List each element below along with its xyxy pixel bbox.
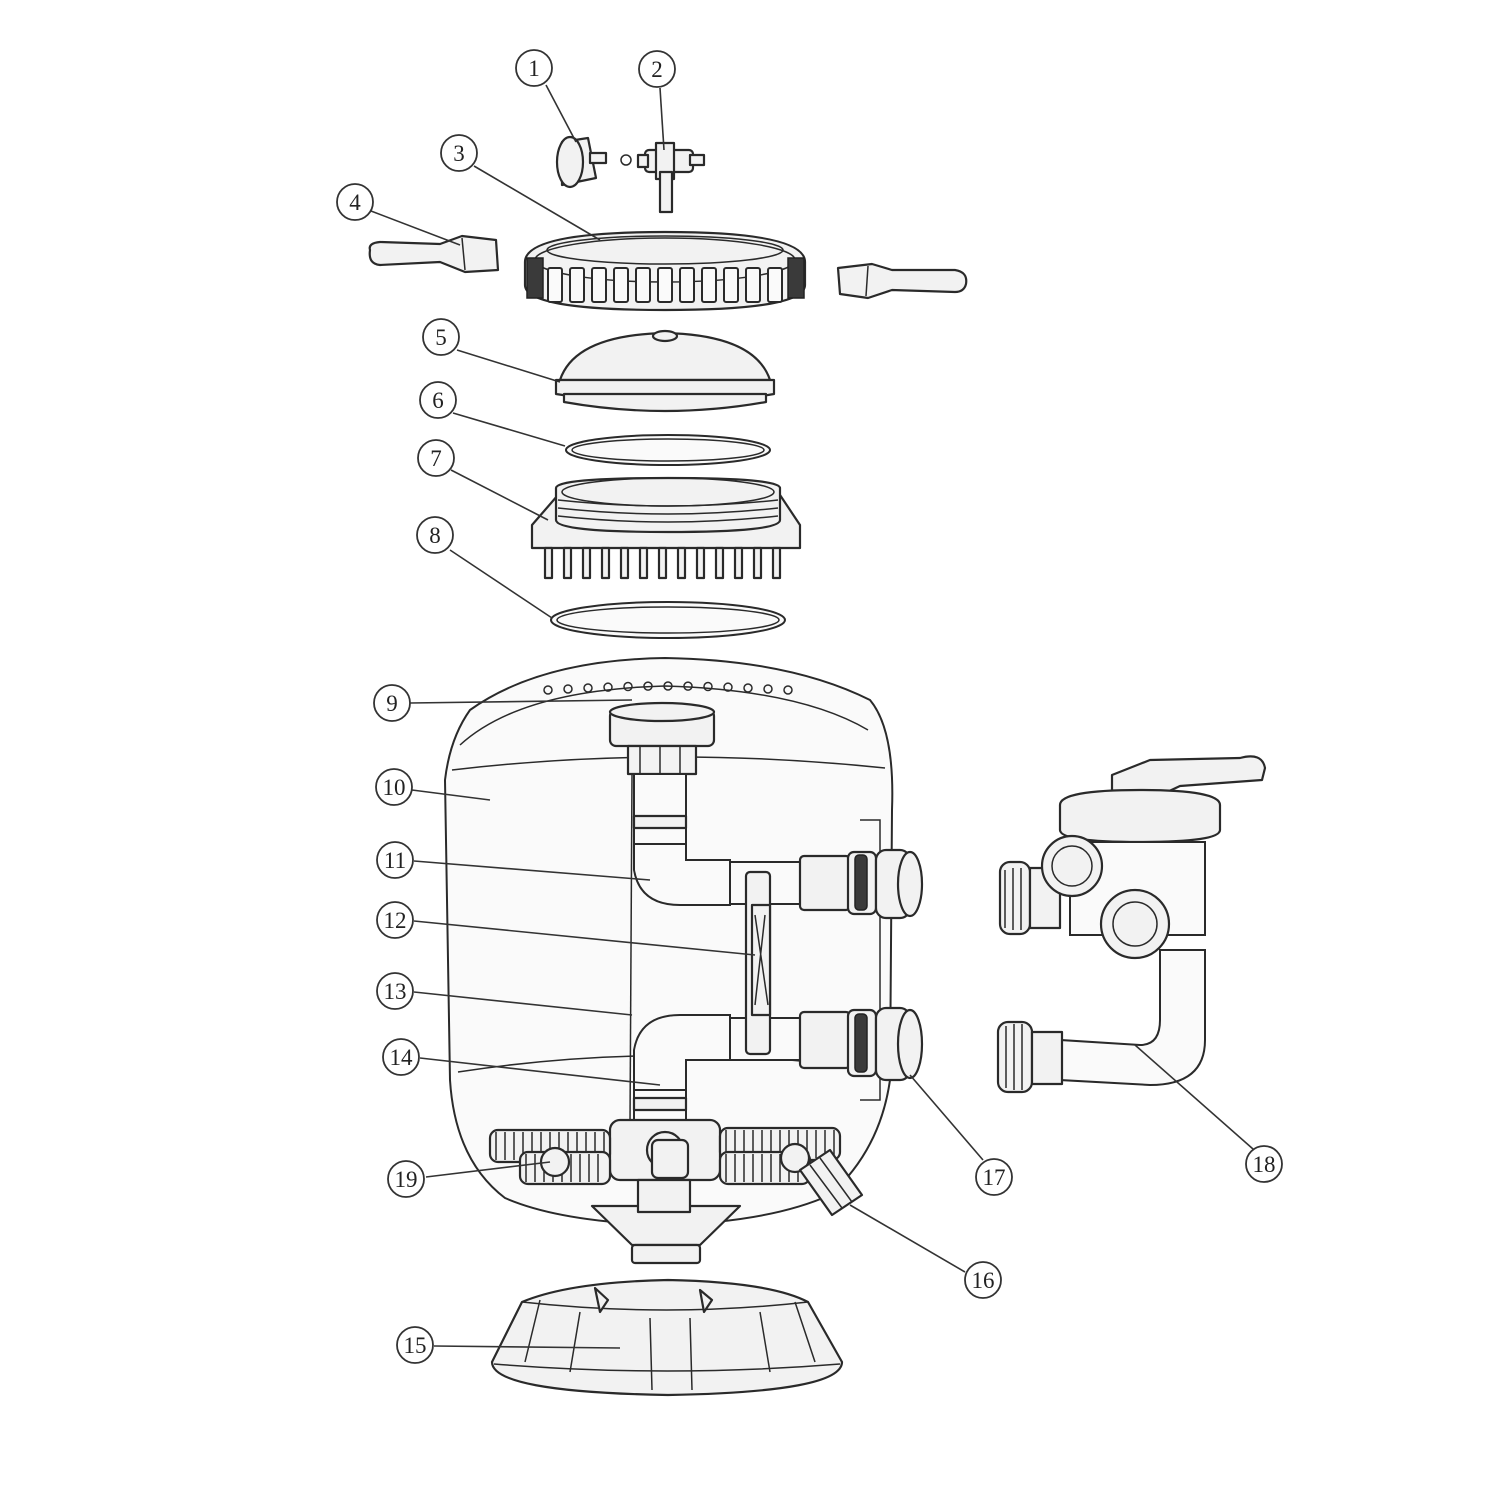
part-top-adapter <box>608 701 716 776</box>
callout-3: 3 <box>440 134 478 172</box>
callout-1: 1 <box>515 49 553 87</box>
callout-19: 19 <box>387 1160 425 1198</box>
callout-8: 8 <box>416 516 454 554</box>
part-base-stand <box>490 1278 844 1397</box>
part-pressure-gauge <box>555 135 632 189</box>
callout-11: 11 <box>376 841 414 879</box>
svg-text:17: 17 <box>983 1165 1006 1190</box>
svg-text:16: 16 <box>972 1268 995 1293</box>
callout-2: 2 <box>638 50 676 88</box>
part-tank-body <box>443 656 894 1265</box>
callout-9: 9 <box>373 684 411 722</box>
svg-text:18: 18 <box>1253 1152 1276 1177</box>
part-o-ring <box>565 434 771 466</box>
callout-10: 10 <box>375 768 413 806</box>
svg-text:3: 3 <box>453 141 465 166</box>
svg-text:13: 13 <box>384 979 407 1004</box>
svg-text:15: 15 <box>404 1333 427 1358</box>
callout-17: 17 <box>975 1158 1013 1196</box>
svg-text:12: 12 <box>384 908 407 933</box>
svg-text:19: 19 <box>395 1167 418 1192</box>
svg-text:8: 8 <box>429 523 441 548</box>
part-multiport-valve <box>996 755 1267 1094</box>
part-air-release-valve <box>636 141 706 214</box>
callout-18: 18 <box>1245 1145 1283 1183</box>
callout-16: 16 <box>964 1261 1002 1299</box>
svg-text:1: 1 <box>528 56 540 81</box>
part-gasket <box>550 601 786 639</box>
callout-4: 4 <box>336 183 374 221</box>
part-laterals <box>488 1118 842 1214</box>
svg-text:9: 9 <box>386 691 398 716</box>
callout-12: 12 <box>376 901 414 939</box>
svg-text:10: 10 <box>383 775 406 800</box>
part-handle <box>368 234 968 300</box>
svg-text:14: 14 <box>390 1045 414 1070</box>
svg-text:4: 4 <box>349 190 361 215</box>
part-dome-lid <box>554 329 776 413</box>
callout-5: 5 <box>422 318 460 356</box>
svg-text:7: 7 <box>430 446 442 471</box>
part-tank-collar <box>530 476 802 580</box>
svg-text:2: 2 <box>651 57 663 82</box>
part-standpipes <box>629 773 852 1133</box>
svg-text:5: 5 <box>435 325 447 350</box>
leader-lines <box>370 84 1254 1349</box>
svg-text:11: 11 <box>384 848 406 873</box>
callout-13: 13 <box>376 972 414 1010</box>
part-bulkhead-unions <box>846 848 924 1082</box>
part-locking-ring <box>523 230 807 312</box>
callout-15: 15 <box>396 1326 434 1364</box>
svg-text:6: 6 <box>432 388 444 413</box>
part-drain-plug <box>798 1148 864 1217</box>
callout-7: 7 <box>417 439 455 477</box>
callout-6: 6 <box>419 381 457 419</box>
callouts: 1 2 3 4 5 6 7 8 9 10 11 12 13 14 15 16 1… <box>336 49 1283 1364</box>
callout-14: 14 <box>382 1038 420 1076</box>
